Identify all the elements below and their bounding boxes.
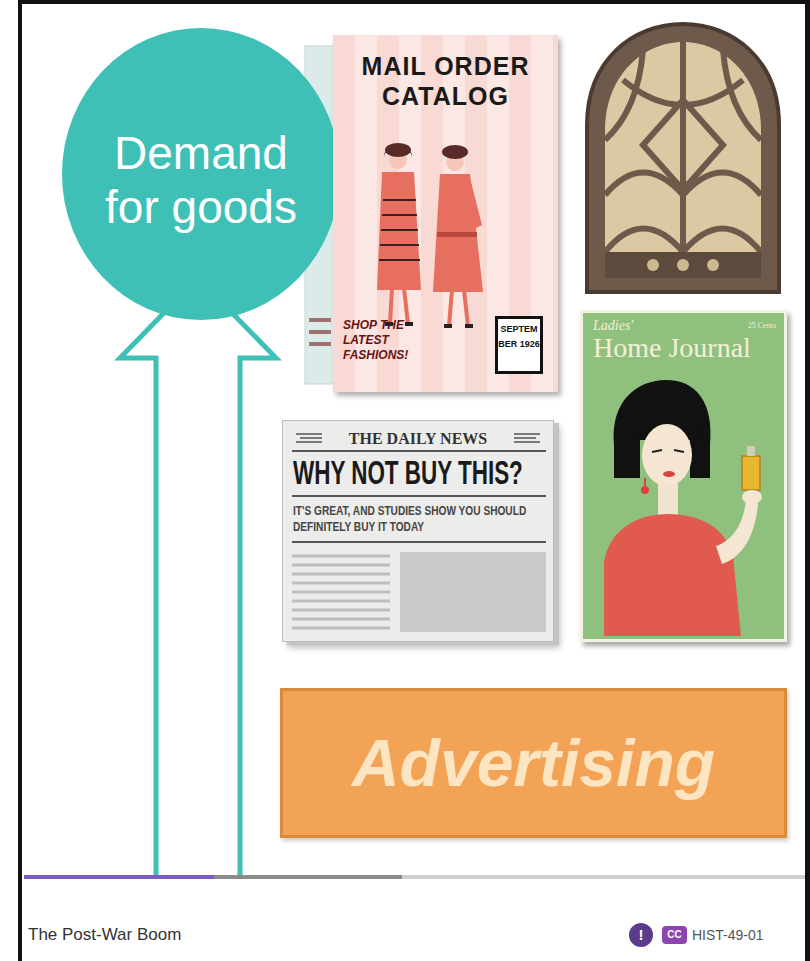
- frame-line: [18, 0, 810, 4]
- cc-badge: [662, 926, 687, 944]
- radio-grille: [605, 42, 761, 252]
- text-stub: [309, 342, 331, 346]
- circle-label: Demand for goods: [82, 126, 320, 234]
- alert-badge: [629, 923, 653, 947]
- catalog-cover: MAIL ORDER CATALOG SHOP THE LATEST FASHIO…: [333, 35, 558, 392]
- banner-label: Advertising: [283, 691, 784, 835]
- radio-knob: [677, 259, 689, 271]
- newspaper-masthead: THE DAILY NEWS: [283, 429, 553, 449]
- frame-line: [805, 0, 810, 961]
- radio: [587, 24, 779, 292]
- magazine-cover: Ladies'Home Journal25 Cents: [580, 310, 787, 642]
- up-arrow: [120, 278, 276, 876]
- advertising-banner: Advertising: [280, 688, 787, 838]
- cc-icon: CC: [662, 926, 687, 944]
- newspaper-subhead: IT'S GREAT, AND STUDIES SHOW YOU SHOULD …: [293, 503, 543, 535]
- magazine-title: Home Journal: [593, 332, 751, 364]
- radio-panel: [605, 252, 761, 278]
- frame: [18, 0, 810, 961]
- grille-lattice: [605, 42, 761, 252]
- newspaper-headline: WHY NOT BUY THIS?: [293, 452, 523, 492]
- progress-bar: [24, 875, 805, 879]
- catalog-title: MAIL ORDER CATALOG: [333, 51, 558, 111]
- newspaper: THE DAILY NEWS WHY NOT BUY THIS? IT'S GREA…: [282, 420, 554, 642]
- text-stub: [309, 330, 331, 334]
- stamp-text: SEPTEM BER 1926: [498, 322, 540, 352]
- magazine-price: 25 Cents: [748, 321, 776, 331]
- radio-knob: [647, 259, 659, 271]
- video-title: The Post-War Boom: [28, 925, 181, 945]
- video-code: HIST-49-01: [692, 926, 764, 944]
- radio-knob: [707, 259, 719, 271]
- magazine-kicker: Ladies': [593, 318, 633, 334]
- demand-circle: Demand for goods: [62, 28, 340, 320]
- radio-body: [587, 24, 779, 292]
- catalog-tagline: SHOP THE LATEST FASHIONS!: [343, 318, 435, 363]
- text-stub: [309, 318, 331, 322]
- date-stamp: SEPTEM BER 1926: [495, 316, 543, 374]
- alert-icon: !: [629, 926, 653, 944]
- frame-line: [18, 0, 22, 961]
